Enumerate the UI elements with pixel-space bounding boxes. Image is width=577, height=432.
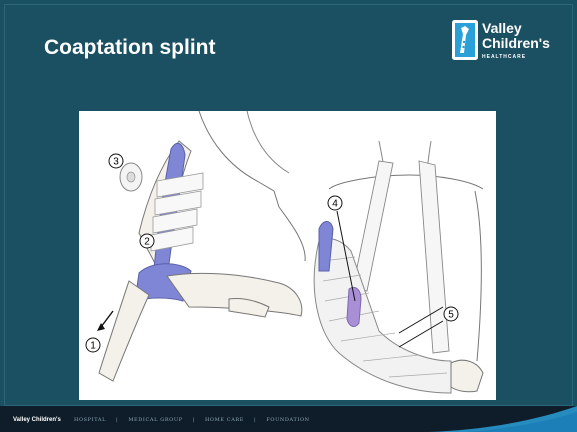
callout-3: 3: [109, 154, 123, 168]
svg-text:5: 5: [448, 310, 454, 321]
footer-nav: HOSPITAL | MEDICAL GROUP | HOME CARE | FOUNDAT…: [74, 417, 310, 423]
footer-item-medical-group: MEDICAL GROUP: [128, 417, 182, 423]
slide-title: Coaptation splint: [44, 36, 216, 60]
footer-item-foundation: FOUNDATION: [266, 417, 309, 423]
footer-brand: Valley Children's: [13, 417, 61, 423]
svg-text:3: 3: [113, 157, 119, 168]
giraffe-logo-icon: [452, 20, 478, 60]
svg-text:4: 4: [332, 199, 338, 210]
callout-2: 2: [140, 234, 154, 248]
callout-1: 1: [86, 338, 100, 352]
footer-swoosh: [427, 406, 577, 432]
footer-separator: |: [116, 417, 118, 423]
svg-text:1: 1: [90, 341, 96, 352]
valley-childrens-logo: Valley Children's HEALTHCARE: [452, 18, 564, 76]
logo-text-childrens: Children's: [482, 35, 550, 51]
footer-separator: |: [193, 417, 195, 423]
coaptation-splint-illustration: 3 2 1 4 5: [79, 111, 496, 400]
footer-separator: |: [254, 417, 256, 423]
svg-text:2: 2: [144, 237, 150, 248]
logo-text-valley: Valley: [482, 20, 522, 36]
footer-item-home-care: HOME CARE: [205, 417, 244, 423]
splint-drawing: 3 2 1 4 5: [79, 111, 496, 400]
footer-item-hospital: HOSPITAL: [74, 417, 106, 423]
logo-text-healthcare: HEALTHCARE: [482, 54, 526, 60]
callout-5: 5: [444, 307, 458, 321]
slide-footer: Valley Children's HOSPITAL | MEDICAL GROUP…: [0, 406, 577, 432]
callout-4: 4: [328, 196, 342, 210]
